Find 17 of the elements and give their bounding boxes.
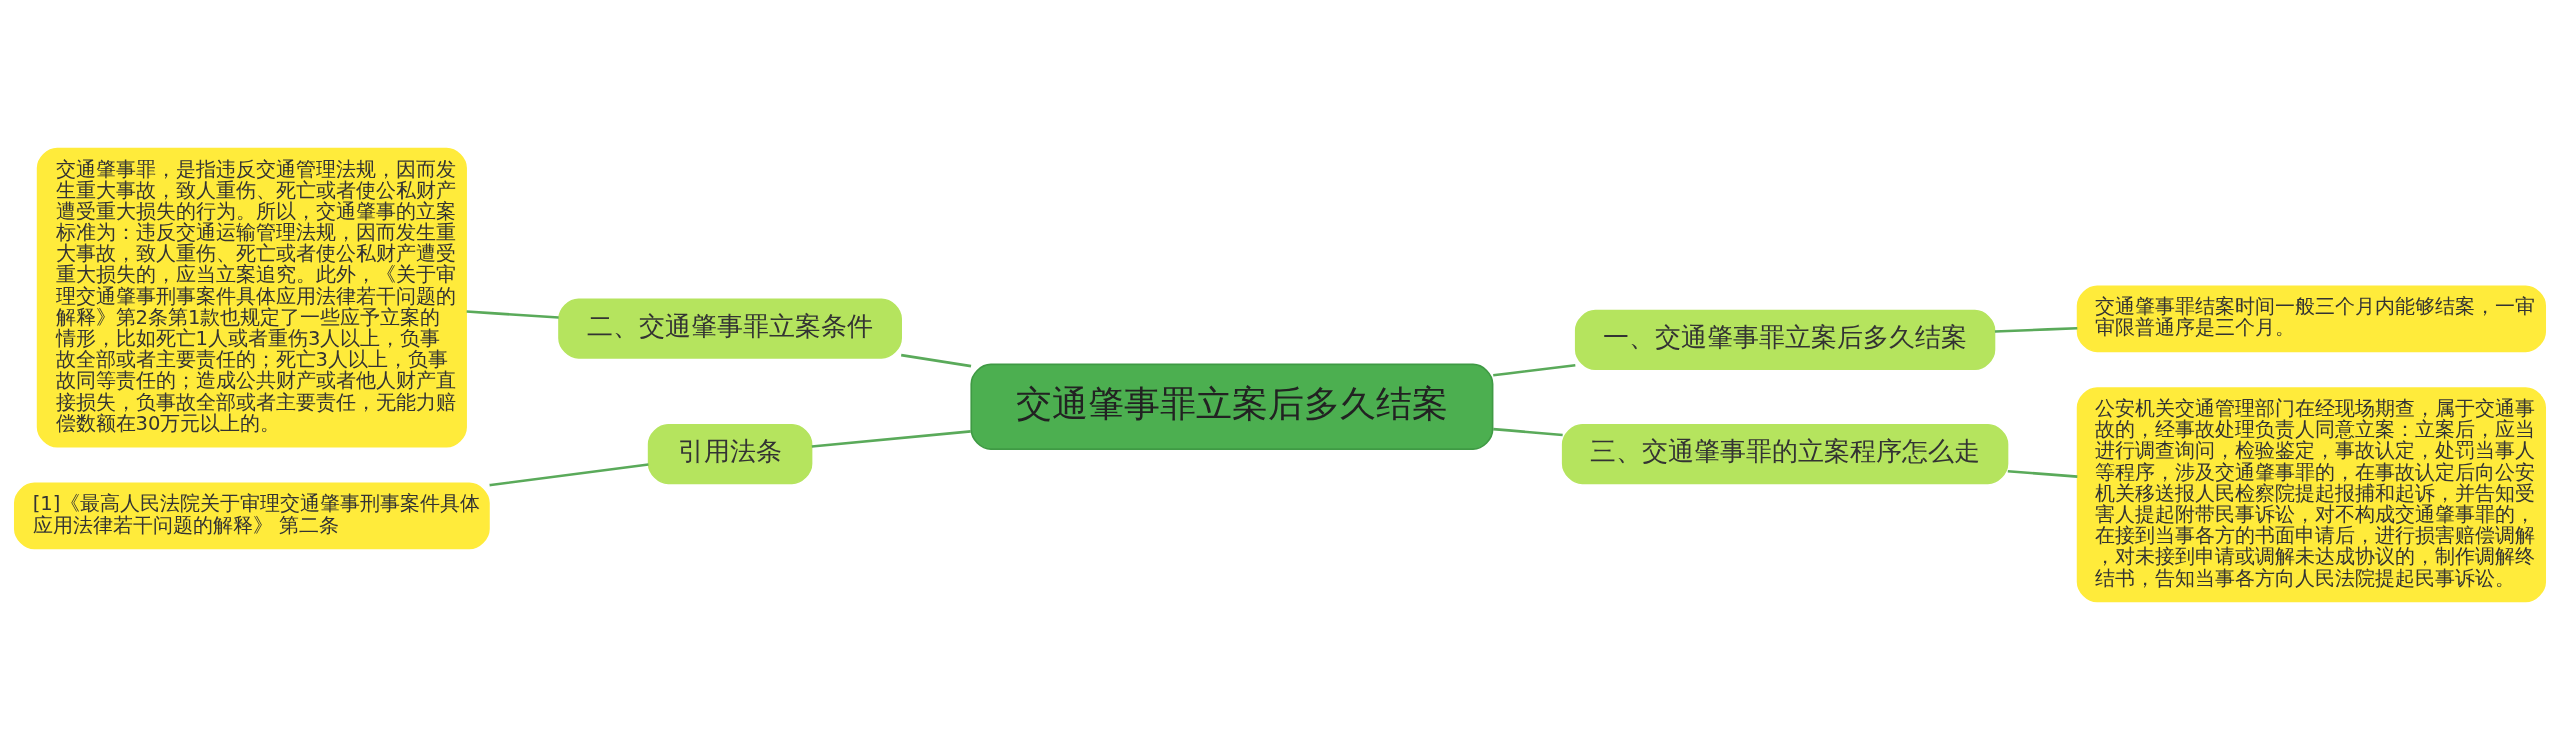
node-box: 一、交通肇事罪立案后多久结案 xyxy=(1574,309,1996,370)
connector xyxy=(466,309,559,319)
connector xyxy=(1994,326,2078,333)
connector xyxy=(2007,469,2078,478)
connector xyxy=(1493,363,1576,377)
connector xyxy=(489,462,649,486)
node-box: [1]《最高人民法院关于审理交通肇事刑事案件具体应用法律若干问题的解释》 第二条 xyxy=(13,482,490,549)
node-box: 公安机关交通管理部门在经现场期查，属于交通事故的，经事故处理负责人同意立案：立案后，应当进行调查询问，检验鉴定，事故认定，处罚当事人等程序，涉及交通肇事罪的，在事故认定后向公安机关移送报人民检察院提起报捕和起诉，并告知受害人提起附带民事诉讼，对不构成交通肇事罪的，在接到当事各方的书面申请后，进行损害赔偿调解，对未接到申请或调解未达成协议的，制作调解终结书，告知当事各方向人民法院提起民事诉讼。 xyxy=(2076,386,2547,602)
node-box: 交通肇事罪立案后多久结案 xyxy=(970,363,1494,450)
connector xyxy=(1493,427,1563,436)
connector xyxy=(811,429,971,448)
node-box: 三、交通肇事罪的立案程序怎么走 xyxy=(1561,423,2009,484)
node-box: 交通肇事罪，是指违反交通管理法规，因而发生重大事故，致人重伤、死亡或者使公私财产遭受重大损失的行为。所以，交通肇事的立案标准为：违反交通运输管理法规，因而发生重大事故，致人重伤、死亡或者使公私财产遭受重大损失的，应当立案追究。此外，《关于审理交通肇事刑事案件具体应用法律若干问题的解释》第2条第1款也规定了一些应予立案的情形，比如死亡1人或者重伤3人以上，负事故全部或者主要责任的；死亡3人以上，负事故同等责任的；造成公共财产或者他人财产直接损失，负事故全部或者主要责任，无能力赔偿数额在30万元以上的。 xyxy=(36,147,467,447)
connector xyxy=(901,353,972,367)
node-box: 二、交通肇事罪立案条件 xyxy=(558,297,902,359)
node-box: 引用法条 xyxy=(647,423,813,484)
node-box: 交通肇事罪结案时间一般三个月内能够结案，一审审限普通序是三个月。 xyxy=(2076,284,2547,352)
